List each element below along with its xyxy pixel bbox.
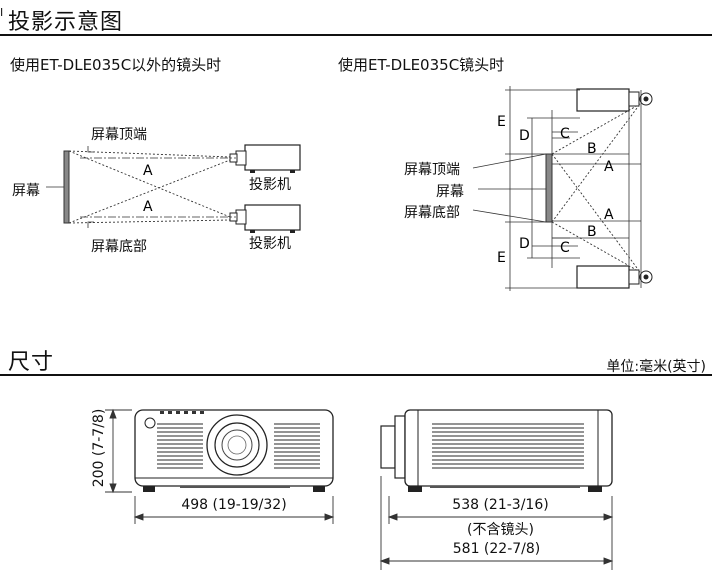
dim-front-width-label: 498 (19-19/32) <box>181 497 287 513</box>
right-dim-B-top: B <box>587 141 597 157</box>
right-label-screen: 屏幕 <box>436 184 464 200</box>
dim-side-depth-label: 538 (21-3/16) <box>452 497 549 513</box>
section-rule-bottom <box>0 374 712 376</box>
front-view-projector <box>134 409 334 492</box>
left-screen <box>63 150 70 224</box>
side-view-projector <box>380 409 613 492</box>
section-title-projection: 投影示意图 <box>8 10 124 35</box>
dim-height-label: 200 (7-7/8) <box>91 408 107 488</box>
right-projector-bottom <box>576 265 653 289</box>
section-title-dimensions: 尺寸 <box>8 350 55 375</box>
left-projector-top <box>229 144 301 173</box>
dim-side-depth-note: (不含镜头) <box>467 522 534 538</box>
right-dim-D-bottom: D <box>519 236 530 252</box>
left-dist-A-top: A <box>143 163 153 179</box>
left-projector-bottom <box>229 204 301 233</box>
unit-note: 单位:毫米(英寸) <box>606 359 706 375</box>
left-label-projector-top: 投影机 <box>249 177 291 193</box>
right-dim-B-bottom: B <box>587 224 597 240</box>
right-dim-C-top: C <box>560 126 570 142</box>
right-dim-C-bottom: C <box>560 240 570 256</box>
left-label-screen: 屏幕 <box>12 183 40 199</box>
right-screen <box>545 153 553 223</box>
right-label-screen-bottom: 屏幕底部 <box>404 205 460 221</box>
right-dim-E-bottom: E <box>497 250 506 266</box>
left-diagram-heading: 使用ET-DLE035C以外的镜头时 <box>10 56 222 74</box>
section-rule-top <box>0 34 712 36</box>
right-diagram-heading: 使用ET-DLE035C镜头时 <box>338 56 505 74</box>
section-marker: I <box>0 6 4 19</box>
left-dist-A-bottom: A <box>143 199 153 215</box>
left-label-projector-bottom: 投影机 <box>249 236 291 252</box>
right-dim-A-top: A <box>604 159 614 175</box>
right-dim-D-top: D <box>519 128 530 144</box>
left-label-screen-top: 屏幕顶端 <box>91 127 147 143</box>
right-dim-A-bottom: A <box>604 207 614 223</box>
right-projector-top <box>576 88 653 112</box>
left-label-screen-bottom: 屏幕底部 <box>91 239 147 255</box>
dim-side-total-label: 581 (22-7/8) <box>452 541 541 557</box>
right-dim-E-top: E <box>497 114 506 130</box>
right-label-screen-top: 屏幕顶端 <box>404 162 460 178</box>
